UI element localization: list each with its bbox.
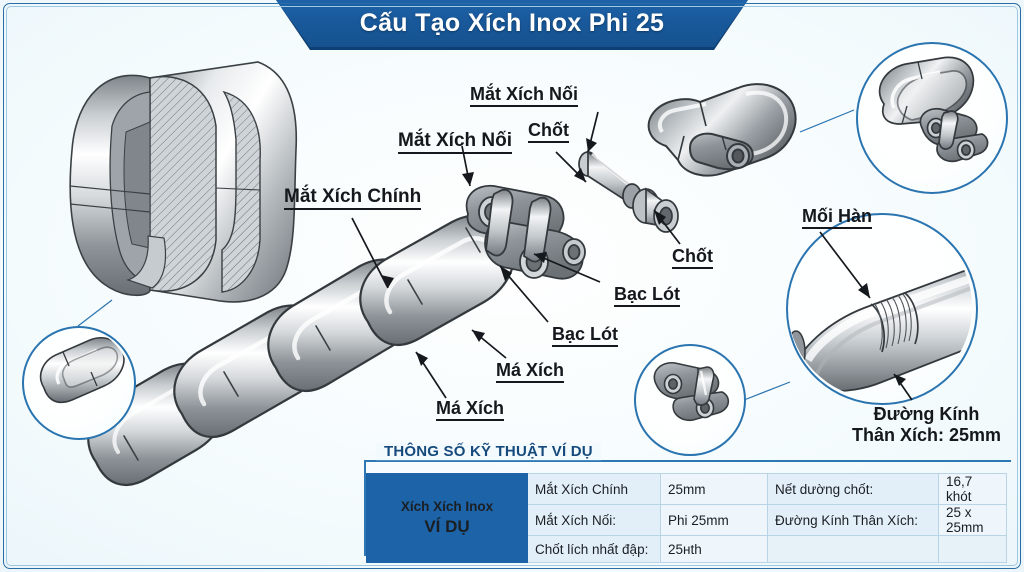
spec-empty-cell (767, 535, 939, 563)
label-bushing-lower: Bạc Lót (552, 324, 619, 348)
label-plate-lower: Má Xích (436, 398, 505, 422)
page-title: Cấu Tạo Xích Inox Phi 25 (359, 9, 665, 37)
spec-value: 25 x 25mm (938, 504, 1007, 536)
label-weld: Mối Hàn (802, 206, 872, 230)
label-pin-top: Chốt (528, 120, 569, 144)
spec-value: 16,7 khót (938, 473, 1007, 505)
spec-key: Mắt Xích Nối: (527, 504, 661, 536)
table-row: Xích Xích Inox VÍ DỤ Mắt Xích Chính 25mm… (366, 473, 1007, 563)
spec-key: Mắt Xích Chính (527, 473, 661, 505)
label-pin-right: Chốt (672, 246, 713, 270)
spec-empty-cell (938, 535, 1007, 563)
detail-circle-mid-bottom (634, 344, 746, 456)
label-connecting-link-left: Mắt Xích Nối (398, 130, 513, 155)
spec-value: 25mm (660, 473, 768, 505)
spec-key: Nết dường chốt: (767, 473, 939, 505)
detail-circle-top-right (856, 42, 1008, 194)
label-main-link: Mắt Xích Chính (284, 186, 422, 211)
spec-section: THÔNG SỐ KỸ THUẬT VÍ DỤ Xích Xích Inox V… (364, 443, 1011, 563)
table-row: Mắt Xích Nối: Phi 25mm Đường Kính Thân X… (367, 504, 1007, 536)
pin-and-bushing-figure (578, 150, 679, 233)
spec-value: Phi 25mm (660, 504, 768, 536)
spec-legend-title: THÔNG SỐ KỸ THUẬT VÍ DỤ (376, 443, 601, 461)
detail-circle-weld (786, 213, 978, 405)
label-plate-upper: Má Xích (496, 360, 565, 384)
spec-key: Đường Kính Thân Xích: (767, 504, 939, 536)
spec-legend-box (364, 460, 1011, 556)
brand-line1: Xích Xích Inox (400, 498, 494, 514)
label-chain-diameter: Đường Kính Thân Xích: 25mm (852, 404, 1002, 446)
spec-key: Chốt lích nhất đập: (527, 535, 661, 563)
spec-table: Xích Xích Inox VÍ DỤ Mắt Xích Chính 25mm… (366, 473, 1007, 563)
brand-cell: Xích Xích Inox VÍ DỤ (366, 473, 528, 563)
brand-line2: VÍ DỤ (424, 516, 470, 536)
label-bushing-upper: Bạc Lót (614, 284, 681, 308)
shackle-figure (647, 83, 797, 177)
main-chain-figure (87, 214, 516, 487)
spec-value: 25нth (660, 535, 768, 563)
cutaway-link-figure (69, 61, 298, 303)
detail-circle-bottom-left (22, 326, 136, 440)
label-connecting-link-top: Mắt Xích Nối (470, 84, 579, 108)
title-banner: Cấu Tạo Xích Inox Phi 25 (276, 0, 748, 47)
table-row: Chốt lích nhất đập: 25нth (367, 535, 1007, 563)
